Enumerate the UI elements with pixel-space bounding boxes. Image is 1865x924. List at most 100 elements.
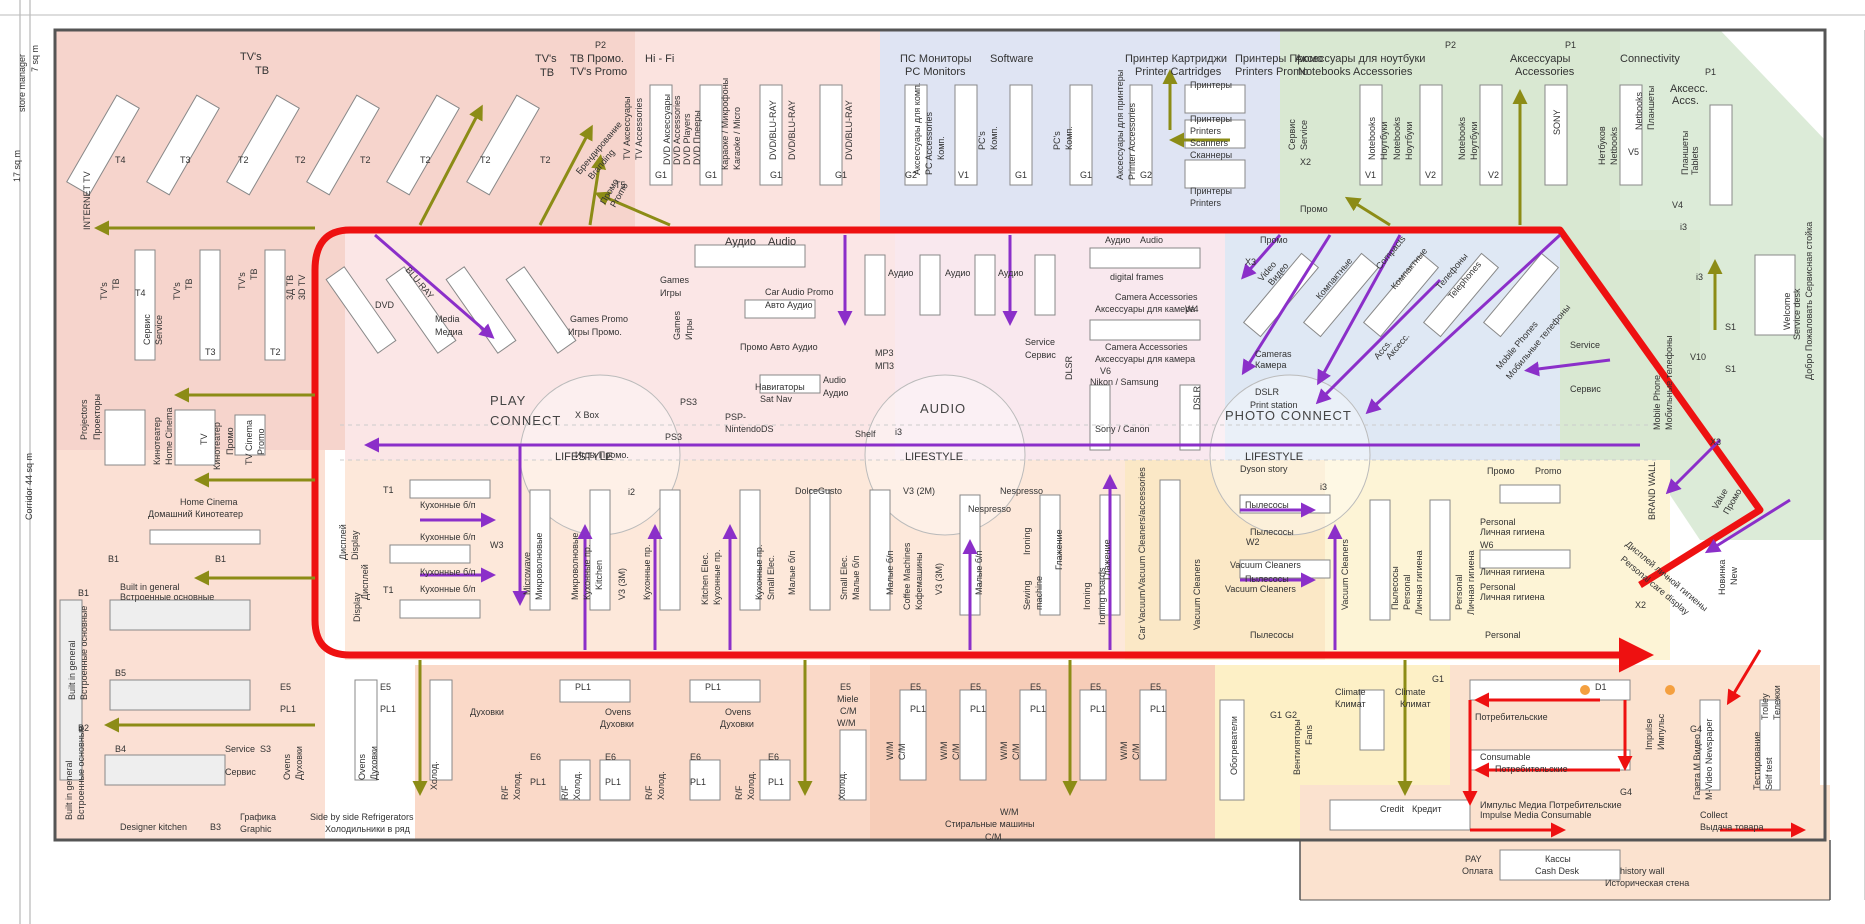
fixtures-S1-label: S1 (1725, 322, 1736, 332)
center-bottom-personal-label: Personal (1402, 574, 1412, 610)
shelf-fixture (399, 599, 481, 619)
bottom-ovens-ru-label: Духовки (369, 746, 379, 780)
bottom-pay-label: PAY (1465, 854, 1482, 864)
shelf-fixture (1482, 252, 1560, 338)
top-software-label: Software (990, 53, 1033, 65)
center-bottom-new-ru-label: Новинка (1717, 560, 1727, 595)
bottom-climate-ru-label: Климат (1400, 699, 1431, 709)
bottom-fridge-ru-label: Холод. (429, 761, 439, 790)
shelf-fixture (1139, 689, 1167, 781)
center-top-audio4-label: Аудио (945, 268, 970, 278)
bottom-consumable-label: Consumable (1480, 752, 1531, 762)
pc-labels-printers-label: Printers (1190, 198, 1222, 208)
top-tv-promo-ru-label: ТВ Промо. (570, 53, 624, 65)
fixtures-G1-label: G1 (1432, 674, 1444, 684)
shelf-fixture (59, 599, 83, 781)
top-acc2-ru-label: Аксесс. (1670, 83, 1708, 95)
pc-labels-scanners-label: Scanners (1190, 138, 1229, 148)
fixtures-G1-label: G1 (770, 170, 782, 180)
shelf-fixture (1079, 689, 1107, 781)
fixtures-T4-label: T4 (115, 155, 126, 165)
fixtures-E6-label: E6 (530, 752, 541, 762)
nb-labels-service-label: Service (1299, 120, 1309, 150)
aisle-guides (340, 424, 1660, 461)
center-bottom-kitchen-bp3-label: Кухонные б/п (420, 567, 476, 577)
left-promo-ru-label: Промо (225, 427, 235, 455)
center-bottom-v3-label: V3 (3М) (934, 563, 944, 595)
fixtures-I2-label: i2 (628, 487, 635, 497)
nb-labels-service-desk-label: Service desk (1792, 288, 1802, 340)
left-home-cinema2-label: Home Cinema (180, 497, 238, 507)
bottom-fans-label: Fans (1304, 724, 1314, 745)
nb-labels-netbooks-label: Netbooks (1634, 91, 1644, 130)
shelf-fixture (104, 409, 146, 466)
center-top-media-label: Media (435, 314, 460, 324)
shelf-fixture (445, 266, 517, 354)
center-top-audio2-ru-label: Аудио (823, 388, 848, 398)
shelf-fixture (1754, 254, 1796, 336)
nb-labels-notebooks-label: Notebooks (1392, 116, 1402, 160)
center-top-games2-label: Games (672, 310, 682, 340)
fixtures-B4-label: B4 (115, 744, 126, 754)
shelf-fixture (1184, 84, 1246, 114)
flow-arrow (418, 104, 483, 226)
bottom-fridge-ru-label: Холод. (837, 771, 847, 800)
hifi-labels-tv-acc-ru-label: TV Аксессуары (622, 97, 632, 160)
shelf-fixture (104, 754, 226, 786)
center-top-car-audio-promo-ru-label: Промо Авто Аудио (740, 342, 818, 352)
bottom-climate-label: Climate (1335, 687, 1366, 697)
bottom-graphic-label: Graphic (240, 824, 272, 834)
left-tv-label: TV (199, 433, 209, 445)
fixtures-PL1-label: PL1 (380, 704, 396, 714)
bottom-credit-label: Credit (1380, 804, 1405, 814)
nb-labels-pads-ru-label: Планшеты (1646, 86, 1656, 130)
top-printers-promo-label: Printers Promo (1235, 66, 1308, 78)
shelf-fixture (1089, 384, 1111, 451)
shelf-fixture (1039, 494, 1061, 616)
flow-arrow (1524, 358, 1611, 377)
fixtures-B5-label: B5 (115, 668, 126, 678)
fixtures-V6-label: V6 (1100, 366, 1111, 376)
fixtures-X2-label: X2 (1635, 600, 1646, 610)
fixtures-E5-label: E5 (970, 682, 981, 692)
left-tv3d-ru-label: 3Д ТВ (285, 275, 295, 300)
bottom-wm-label: W/M (999, 742, 1009, 761)
shelf-fixture (689, 679, 761, 703)
fixtures-I3-label: i3 (895, 427, 902, 437)
shelf-fixture (1544, 84, 1568, 186)
center-top-ps3-label: PS3 (680, 397, 697, 407)
pc-labels-scanners-ru-label: Сканнеры (1190, 150, 1232, 160)
pc-labels-pcs-label: PC's (1052, 131, 1062, 150)
shelf-fixture (864, 254, 886, 316)
center-top-dvd-label: DVD (375, 300, 395, 310)
fixtures-E5-label: E5 (1030, 682, 1041, 692)
fixtures-PL1-label: PL1 (1030, 704, 1046, 714)
fixtures-G2-label: G2 (1285, 710, 1297, 720)
pc-labels-pcs-label: PC's (977, 131, 987, 150)
center-bottom-kitchen-elec-label: Kitchen Elec. (700, 552, 710, 605)
center-top-xbox-label: X Box (575, 410, 600, 420)
top-labels: TV's ТВ TV's ТВ P2 ТВ Промо. TV's Promo … (240, 40, 1716, 107)
hifi-labels-karaoke-ru-label: Караоке / Микрофоны (720, 78, 730, 170)
shelf-fixture (1419, 84, 1443, 186)
center-bottom-promo-label: Promo (1535, 466, 1562, 476)
bottom-consumable-ru-label: Потребительские (1495, 764, 1568, 774)
red-arrow-checkout-1 (1726, 649, 1762, 706)
bottom-wm-label: W/M (885, 742, 895, 761)
bottom-newspaper-label: M-Video Newspaper (1704, 719, 1714, 800)
bottom-impulse-media-label: Impulse Media Consumable (1480, 810, 1592, 820)
bottom-trolley-ru-label: Тележки (1772, 685, 1782, 720)
top-connectivity-label: Connectivity (1620, 53, 1680, 65)
nb-labels-netbooks-label: Netbooks (1609, 126, 1619, 165)
hub-circle (1665, 685, 1675, 695)
nb-labels-notebooks-label: Notebooks (1367, 116, 1377, 160)
shelf-fixture (1129, 84, 1153, 186)
fixtures-PL1-label: PL1 (1150, 704, 1166, 714)
fixtures-B1-label: B1 (108, 554, 119, 564)
bottom-wm-label: W/M (1119, 742, 1129, 761)
center-bottom-small-elec-label: Small Elec. (839, 555, 849, 600)
center-bottom-ironing-ru-label: Глажение (1102, 539, 1112, 580)
fixtures-T2-label: T2 (238, 155, 249, 165)
notebook-labels: Сервис Service Notebooks Ноутбуки Notebo… (1287, 86, 1814, 380)
fixtures-S3-label: S3 (260, 744, 271, 754)
